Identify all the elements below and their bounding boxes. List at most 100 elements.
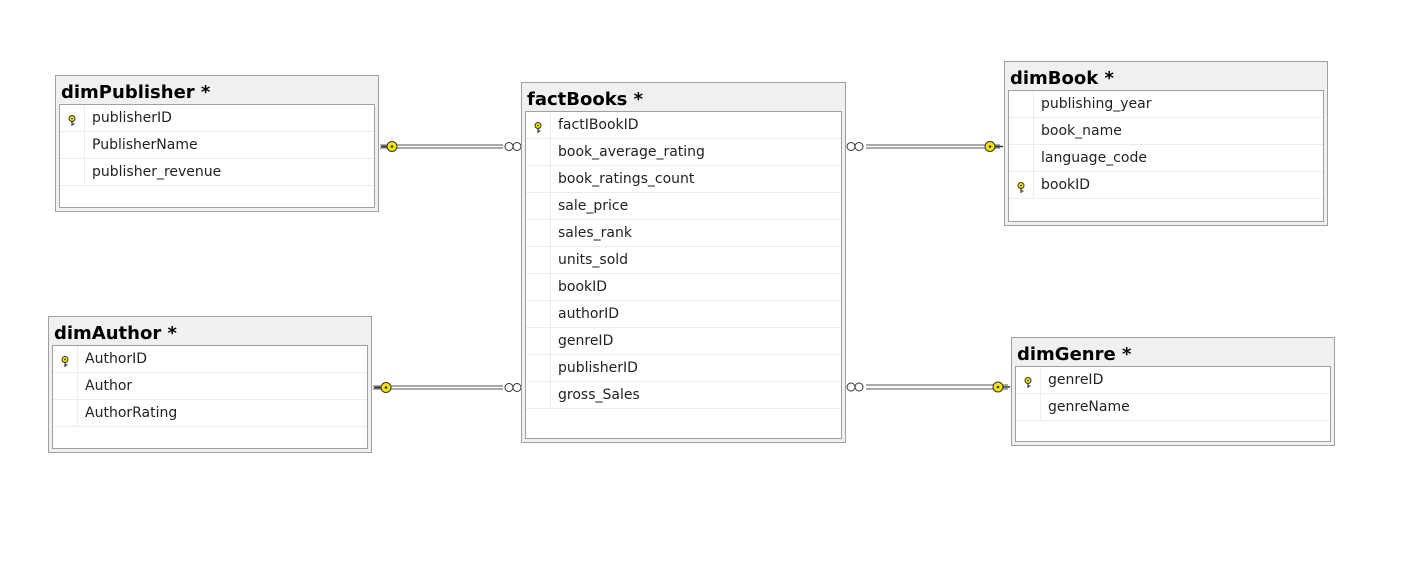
column-name: genreName [1048,399,1130,415]
column-name: book_name [1041,123,1122,139]
row-selector[interactable] [526,274,551,300]
column-row[interactable]: bookID [1009,172,1323,199]
column-row[interactable]: genreID [526,328,841,355]
row-selector[interactable] [526,112,551,138]
column-name: authorID [558,306,620,322]
column-row[interactable]: AuthorID [53,346,367,373]
row-selector[interactable] [1009,145,1034,171]
column-name: PublisherName [92,137,198,153]
row-selector[interactable] [526,193,551,219]
relationship-genre[interactable] [846,381,1010,393]
one-end-key-icon [992,381,1010,393]
table-title[interactable]: dimGenre * [1017,344,1132,365]
table-title[interactable]: dimAuthor * [54,323,177,344]
column-name: factIBookID [558,117,639,133]
column-name: AuthorRating [85,405,178,421]
row-selector[interactable] [53,400,78,426]
column-row[interactable]: publisher_revenue [60,159,374,186]
column-grid: publisherID PublisherName publisher_revenu… [59,104,375,208]
table-title[interactable]: dimPublisher * [61,82,211,103]
many-end-infinity-icon [504,142,522,151]
primary-key-icon [67,112,77,126]
column-name: sale_price [558,198,629,214]
row-selector[interactable] [1009,118,1034,144]
column-name: genreID [1048,372,1104,388]
row-selector[interactable] [60,159,85,185]
table-title[interactable]: factBooks * [527,89,644,110]
column-name: book_average_rating [558,144,705,160]
column-row[interactable]: genreID [1016,367,1330,394]
relationship-book[interactable] [846,141,1003,152]
column-name: publisher_revenue [92,164,222,180]
column-row[interactable]: bookID [526,274,841,301]
many-end-infinity-icon [846,142,864,151]
column-row[interactable]: factIBookID [526,112,841,139]
primary-key-icon [1023,374,1033,388]
column-row[interactable]: genreName [1016,394,1330,421]
column-row[interactable]: book_average_rating [526,139,841,166]
row-selector[interactable] [60,105,85,131]
column-row[interactable]: publishing_year [1009,91,1323,118]
one-end-key-icon [381,141,398,152]
column-row[interactable]: Author [53,373,367,400]
row-selector[interactable] [60,132,85,158]
row-selector[interactable] [526,166,551,192]
row-selector[interactable] [526,247,551,273]
column-grid: genreID genreName [1015,366,1331,442]
relationship-author[interactable] [373,382,522,393]
table-title[interactable]: dimBook * [1010,68,1114,89]
column-name: gross_Sales [558,387,640,403]
column-name: AuthorID [85,351,148,367]
one-end-key-icon [374,382,392,393]
row-selector[interactable] [53,346,78,372]
column-name: units_sold [558,252,629,268]
column-name: publishing_year [1041,96,1152,112]
column-name: genreID [558,333,614,349]
row-selector[interactable] [526,355,551,381]
row-selector[interactable] [526,220,551,246]
column-row[interactable]: sale_price [526,193,841,220]
table-factBooks[interactable]: factBooks * factIBookID book_average_rati… [521,82,846,443]
row-selector[interactable] [526,301,551,327]
column-row[interactable]: book_name [1009,118,1323,145]
column-row[interactable]: book_ratings_count [526,166,841,193]
column-name: publisherID [92,110,172,126]
row-selector[interactable] [526,328,551,354]
many-end-infinity-icon [846,382,864,392]
primary-key-icon [1016,179,1026,193]
row-selector[interactable] [53,373,78,399]
primary-key-icon [60,353,70,367]
primary-key-icon [533,119,543,133]
column-row[interactable]: AuthorRating [53,400,367,427]
column-row[interactable]: language_code [1009,145,1323,172]
column-name: bookID [1041,177,1091,193]
relationship-publisher[interactable] [380,141,522,152]
row-selector[interactable] [1009,172,1034,198]
column-row[interactable]: PublisherName [60,132,374,159]
row-selector[interactable] [526,139,551,165]
column-name: sales_rank [558,225,632,241]
many-end-infinity-icon [504,383,522,392]
row-selector[interactable] [526,382,551,408]
row-selector[interactable] [1016,394,1041,420]
row-selector[interactable] [1016,367,1041,393]
column-name: book_ratings_count [558,171,695,187]
row-selector[interactable] [1009,91,1034,117]
column-row[interactable]: sales_rank [526,220,841,247]
column-row[interactable]: gross_Sales [526,382,841,409]
column-name: publisherID [558,360,638,376]
column-row[interactable]: publisherID [60,105,374,132]
table-dimGenre[interactable]: dimGenre * genreID genreName [1011,337,1335,446]
column-row[interactable]: units_sold [526,247,841,274]
column-row[interactable]: publisherID [526,355,841,382]
column-name: Author [85,378,133,394]
one-end-key-icon [984,141,1003,152]
column-row[interactable]: authorID [526,301,841,328]
column-name: language_code [1041,150,1147,166]
